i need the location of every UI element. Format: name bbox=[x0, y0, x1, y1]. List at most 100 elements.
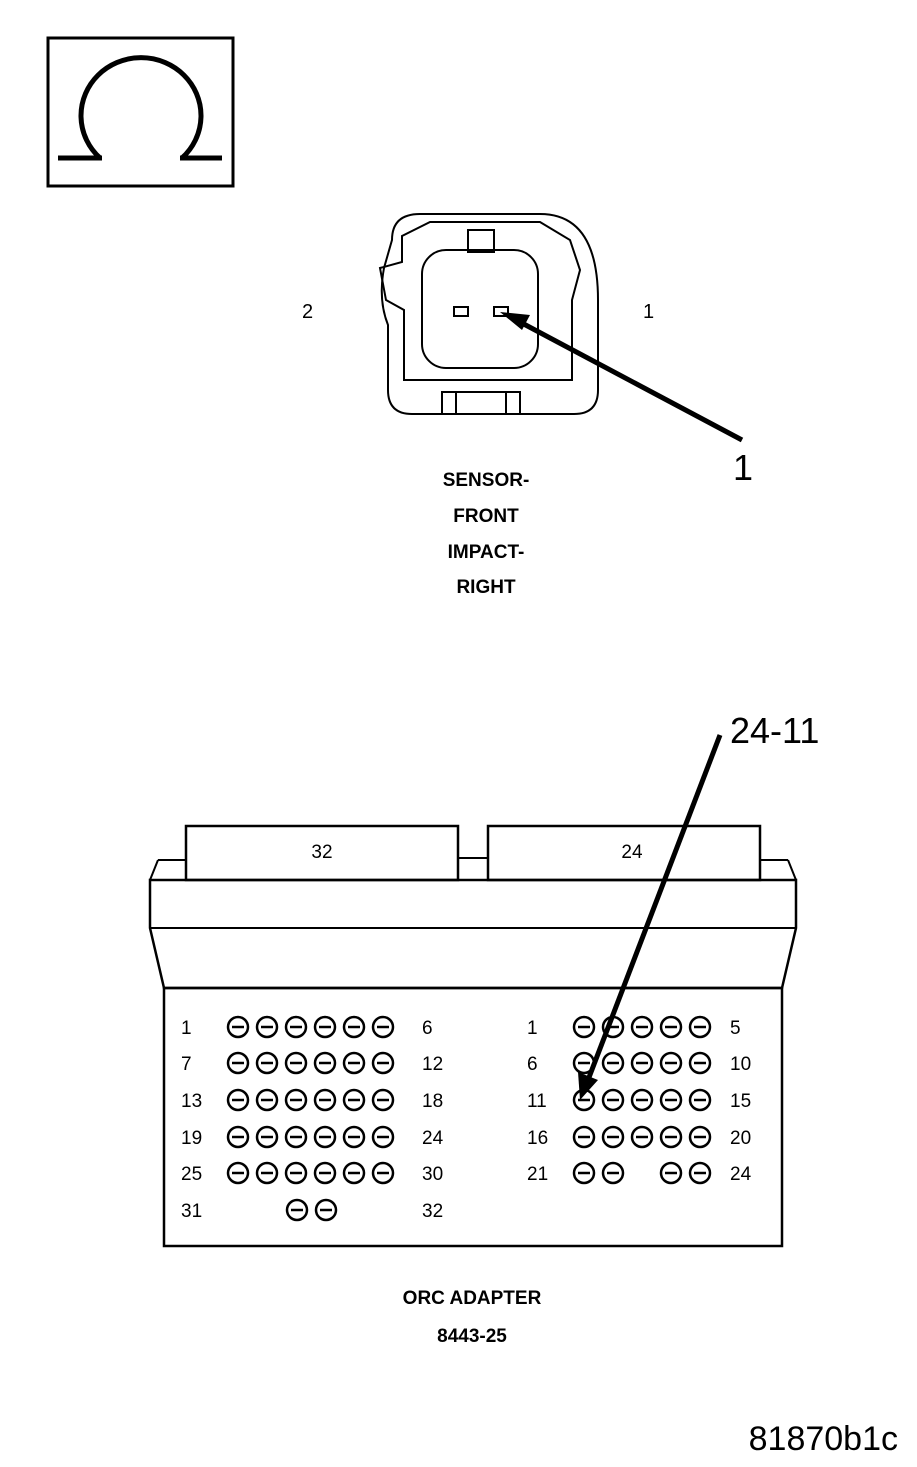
pin-socket bbox=[601, 1088, 625, 1112]
pin-socket bbox=[630, 1088, 654, 1112]
pin-socket bbox=[313, 1051, 337, 1075]
sensor-title: SENSOR- FRONT IMPACT- RIGHT bbox=[443, 470, 530, 598]
sensor-title-line: FRONT bbox=[453, 506, 519, 527]
connector-right-label: 24 bbox=[621, 842, 643, 863]
pin-socket bbox=[226, 1161, 250, 1185]
pin-socket bbox=[630, 1125, 654, 1149]
left-row-start-label: 19 bbox=[181, 1128, 202, 1149]
pin-socket bbox=[659, 1015, 683, 1039]
sensor-title-line: SENSOR- bbox=[443, 470, 530, 491]
left-row-start-label: 25 bbox=[181, 1164, 202, 1185]
right-connector-pin-grid bbox=[572, 1015, 712, 1185]
pin-socket bbox=[630, 1015, 654, 1039]
right-row-end-label: 15 bbox=[730, 1091, 751, 1112]
left-row-end-label: 32 bbox=[422, 1201, 443, 1222]
pin-socket bbox=[284, 1015, 308, 1039]
sensor-pin-right-label: 1 bbox=[643, 301, 654, 323]
pin-socket bbox=[572, 1161, 596, 1185]
pin-socket bbox=[342, 1015, 366, 1039]
adapter-callout-label: 24-11 bbox=[730, 710, 819, 751]
pin-socket bbox=[314, 1198, 338, 1222]
pin-socket bbox=[313, 1125, 337, 1149]
pin-socket bbox=[688, 1088, 712, 1112]
pin-socket bbox=[313, 1088, 337, 1112]
pin-socket bbox=[688, 1125, 712, 1149]
sensor-title-line: IMPACT- bbox=[448, 542, 525, 563]
pin-socket bbox=[284, 1088, 308, 1112]
pin-socket bbox=[601, 1161, 625, 1185]
pin-socket bbox=[226, 1015, 250, 1039]
adapter-title-line1: ORC ADAPTER bbox=[403, 1288, 542, 1309]
ohmmeter-icon bbox=[46, 36, 235, 188]
pin-socket bbox=[688, 1161, 712, 1185]
pin-socket bbox=[342, 1125, 366, 1149]
pin-socket bbox=[342, 1051, 366, 1075]
pin-socket bbox=[371, 1088, 395, 1112]
pin-socket bbox=[572, 1125, 596, 1149]
right-row-start-label: 11 bbox=[527, 1091, 547, 1112]
pin-socket bbox=[226, 1088, 250, 1112]
pin-socket bbox=[688, 1051, 712, 1075]
sensor-connector bbox=[378, 213, 599, 415]
pin-socket bbox=[659, 1051, 683, 1075]
pin-socket bbox=[226, 1051, 250, 1075]
pin-socket bbox=[284, 1125, 308, 1149]
left-row-end-label: 12 bbox=[422, 1054, 443, 1075]
pin-socket bbox=[371, 1015, 395, 1039]
pin-socket bbox=[255, 1125, 279, 1149]
pin-socket bbox=[342, 1088, 366, 1112]
pin-socket bbox=[255, 1051, 279, 1075]
pin-socket bbox=[255, 1015, 279, 1039]
pin-socket bbox=[659, 1161, 683, 1185]
left-row-start-label: 1 bbox=[181, 1018, 192, 1039]
pin-socket bbox=[371, 1051, 395, 1075]
right-row-end-label: 10 bbox=[730, 1054, 751, 1075]
adapter-callout-arrow bbox=[578, 734, 723, 1100]
pin-socket bbox=[313, 1015, 337, 1039]
pin-socket bbox=[688, 1015, 712, 1039]
pin-socket bbox=[255, 1161, 279, 1185]
pin-socket bbox=[572, 1015, 596, 1039]
pin-socket bbox=[313, 1161, 337, 1185]
right-row-end-label: 24 bbox=[730, 1164, 752, 1185]
pin-socket bbox=[342, 1161, 366, 1185]
pin-socket bbox=[371, 1125, 395, 1149]
connector-left-label: 32 bbox=[311, 842, 332, 863]
sensor-pin-1 bbox=[493, 306, 509, 317]
left-row-end-label: 30 bbox=[422, 1164, 443, 1185]
pin-socket bbox=[659, 1088, 683, 1112]
pin-socket bbox=[371, 1161, 395, 1185]
pin-socket bbox=[284, 1051, 308, 1075]
right-row-start-label: 21 bbox=[527, 1164, 548, 1185]
pin-socket bbox=[255, 1088, 279, 1112]
right-row-start-label: 6 bbox=[527, 1054, 538, 1075]
adapter-title-line2: 8443-25 bbox=[437, 1326, 507, 1347]
left-row-start-label: 31 bbox=[181, 1201, 202, 1222]
sensor-title-line: RIGHT bbox=[456, 577, 516, 598]
left-row-end-label: 24 bbox=[422, 1128, 444, 1149]
pin-socket bbox=[601, 1051, 625, 1075]
orc-adapter-body bbox=[148, 824, 798, 1248]
pin-socket bbox=[285, 1198, 309, 1222]
right-row-labels: 1 5 6 10 11 15 16 20 21 24 bbox=[527, 1018, 752, 1185]
left-row-labels: 1 6 7 12 13 18 19 24 25 30 31 32 bbox=[181, 1018, 444, 1222]
left-row-end-label: 18 bbox=[422, 1091, 443, 1112]
left-connector-pin-grid bbox=[226, 1015, 395, 1222]
sensor-pin-2 bbox=[453, 306, 469, 317]
figure-id: 81870b1c bbox=[749, 1420, 898, 1458]
right-row-start-label: 1 bbox=[527, 1018, 538, 1039]
right-row-start-label: 16 bbox=[527, 1128, 548, 1149]
pin-socket bbox=[226, 1125, 250, 1149]
sensor-callout-arrow bbox=[500, 312, 744, 443]
pin-socket bbox=[601, 1125, 625, 1149]
pin-socket bbox=[659, 1125, 683, 1149]
right-row-end-label: 5 bbox=[730, 1018, 741, 1039]
pin-socket bbox=[630, 1051, 654, 1075]
left-row-start-label: 13 bbox=[181, 1091, 202, 1112]
right-row-end-label: 20 bbox=[730, 1128, 751, 1149]
sensor-callout-label: 1 bbox=[733, 447, 753, 488]
left-row-end-label: 6 bbox=[422, 1018, 433, 1039]
pin-socket bbox=[284, 1161, 308, 1185]
sensor-pin-left-label: 2 bbox=[302, 301, 313, 323]
